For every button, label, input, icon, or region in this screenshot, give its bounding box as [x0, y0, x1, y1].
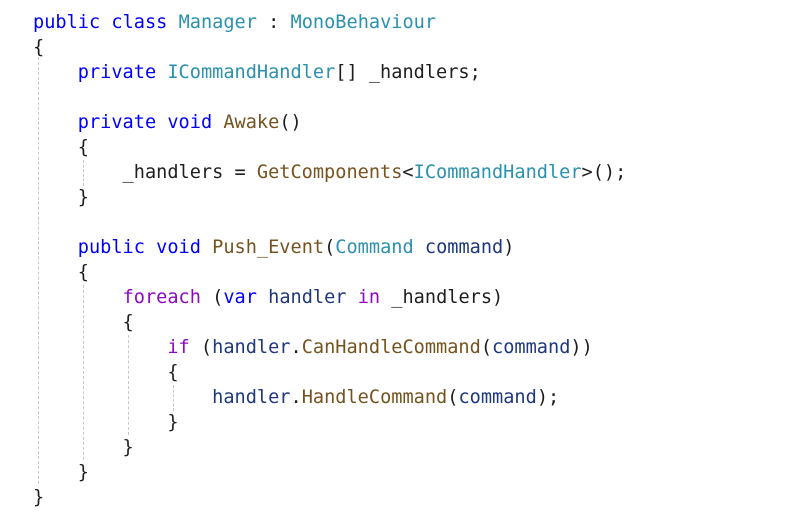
code-line[interactable]: { [33, 135, 89, 160]
code-token: } [33, 412, 179, 433]
code-token: class [111, 12, 168, 33]
code-token: >(); [581, 162, 627, 183]
code-token: MonoBehaviour [290, 12, 437, 33]
code-token [414, 237, 425, 258]
code-token: public [77, 237, 145, 258]
code-line[interactable]: if (handler.CanHandleCommand(command)) [33, 335, 593, 360]
code-token [33, 62, 78, 83]
code-token: var [223, 287, 257, 308]
code-token: ICommandHandler [413, 162, 582, 183]
code-token: in [357, 287, 381, 308]
code-line[interactable]: private void Awake() [33, 110, 302, 135]
code-token: Push_Event [212, 237, 325, 258]
code-token: ICommandHandler [167, 62, 336, 83]
code-token [145, 237, 156, 258]
code-token: public [33, 12, 101, 33]
code-token: . [290, 337, 302, 358]
code-line[interactable]: } [33, 485, 44, 510]
code-token: command [492, 337, 571, 358]
code-token: ( [200, 287, 224, 308]
code-line[interactable]: } [33, 410, 179, 435]
code-line[interactable]: foreach (var handler in _handlers) [33, 285, 504, 310]
code-token: { [33, 137, 89, 158]
code-token [201, 237, 212, 258]
code-line[interactable]: { [33, 260, 89, 285]
code-token: Manager [178, 12, 257, 33]
code-token: _handlers = [33, 162, 257, 183]
code-line[interactable]: { [33, 310, 134, 335]
code-token: handler [212, 387, 291, 408]
code-token [100, 12, 111, 33]
code-line[interactable]: public class Manager : MonoBehaviour [33, 10, 436, 35]
code-token: void [156, 237, 201, 258]
indent-guide-awake [83, 160, 84, 186]
indent-guide-class [38, 47, 39, 484]
code-token: ( [480, 337, 493, 358]
code-line[interactable]: } [33, 460, 89, 485]
code-token: ); [536, 387, 560, 408]
code-line[interactable]: handler.HandleCommand(command); [33, 385, 559, 410]
code-token: ) [503, 237, 515, 258]
code-line[interactable]: private ICommandHandler[] _handlers; [33, 60, 481, 85]
code-token: private [77, 112, 157, 133]
code-token [33, 237, 78, 258]
code-token: : [256, 12, 291, 33]
code-token: Awake [223, 112, 280, 133]
code-token: if [167, 337, 190, 358]
code-line[interactable]: public void Push_Event(Command command) [33, 235, 515, 260]
code-token: Command [335, 237, 414, 258]
code-line[interactable]: } [33, 435, 134, 460]
indent-guide-push-event [83, 285, 84, 460]
code-token [33, 112, 78, 133]
code-token [156, 112, 167, 133]
code-token [33, 387, 212, 408]
code-token: )) [570, 337, 593, 358]
code-token: _handlers) [380, 287, 504, 308]
code-token: ( [447, 387, 459, 408]
code-line[interactable]: } [33, 185, 89, 210]
code-token [33, 287, 123, 308]
code-token: ( [189, 337, 213, 358]
code-token: { [33, 262, 89, 283]
code-token: () [279, 112, 302, 133]
code-token: GetComponents [256, 162, 403, 183]
code-token [347, 287, 358, 308]
code-token [167, 12, 178, 33]
code-token: [] _handlers; [335, 62, 481, 83]
code-token [156, 62, 167, 83]
code-token: handler [212, 337, 291, 358]
code-token: HandleCommand [301, 387, 448, 408]
code-token: { [33, 362, 179, 383]
code-token [33, 337, 167, 358]
code-token: { [33, 312, 134, 333]
code-token: } [33, 462, 89, 483]
code-token: } [33, 487, 45, 508]
code-token: { [33, 37, 45, 58]
code-token: void [167, 112, 213, 133]
code-token [212, 112, 223, 133]
code-token: command [458, 387, 537, 408]
indent-guide-if [173, 385, 174, 411]
code-token: foreach [122, 287, 201, 308]
code-token [257, 287, 268, 308]
code-token: } [33, 437, 134, 458]
code-token: private [77, 62, 157, 83]
code-token: . [290, 387, 302, 408]
code-line[interactable]: { [33, 35, 44, 60]
code-token: CanHandleCommand [301, 337, 481, 358]
code-token: handler [268, 287, 347, 308]
indent-guide-foreach [128, 335, 129, 435]
code-token: ( [324, 237, 336, 258]
code-token: command [424, 237, 504, 258]
code-token: } [33, 187, 89, 208]
code-line[interactable]: _handlers = GetComponents<ICommandHandle… [33, 160, 627, 185]
code-token: < [402, 162, 414, 183]
code-line[interactable]: { [33, 360, 179, 385]
